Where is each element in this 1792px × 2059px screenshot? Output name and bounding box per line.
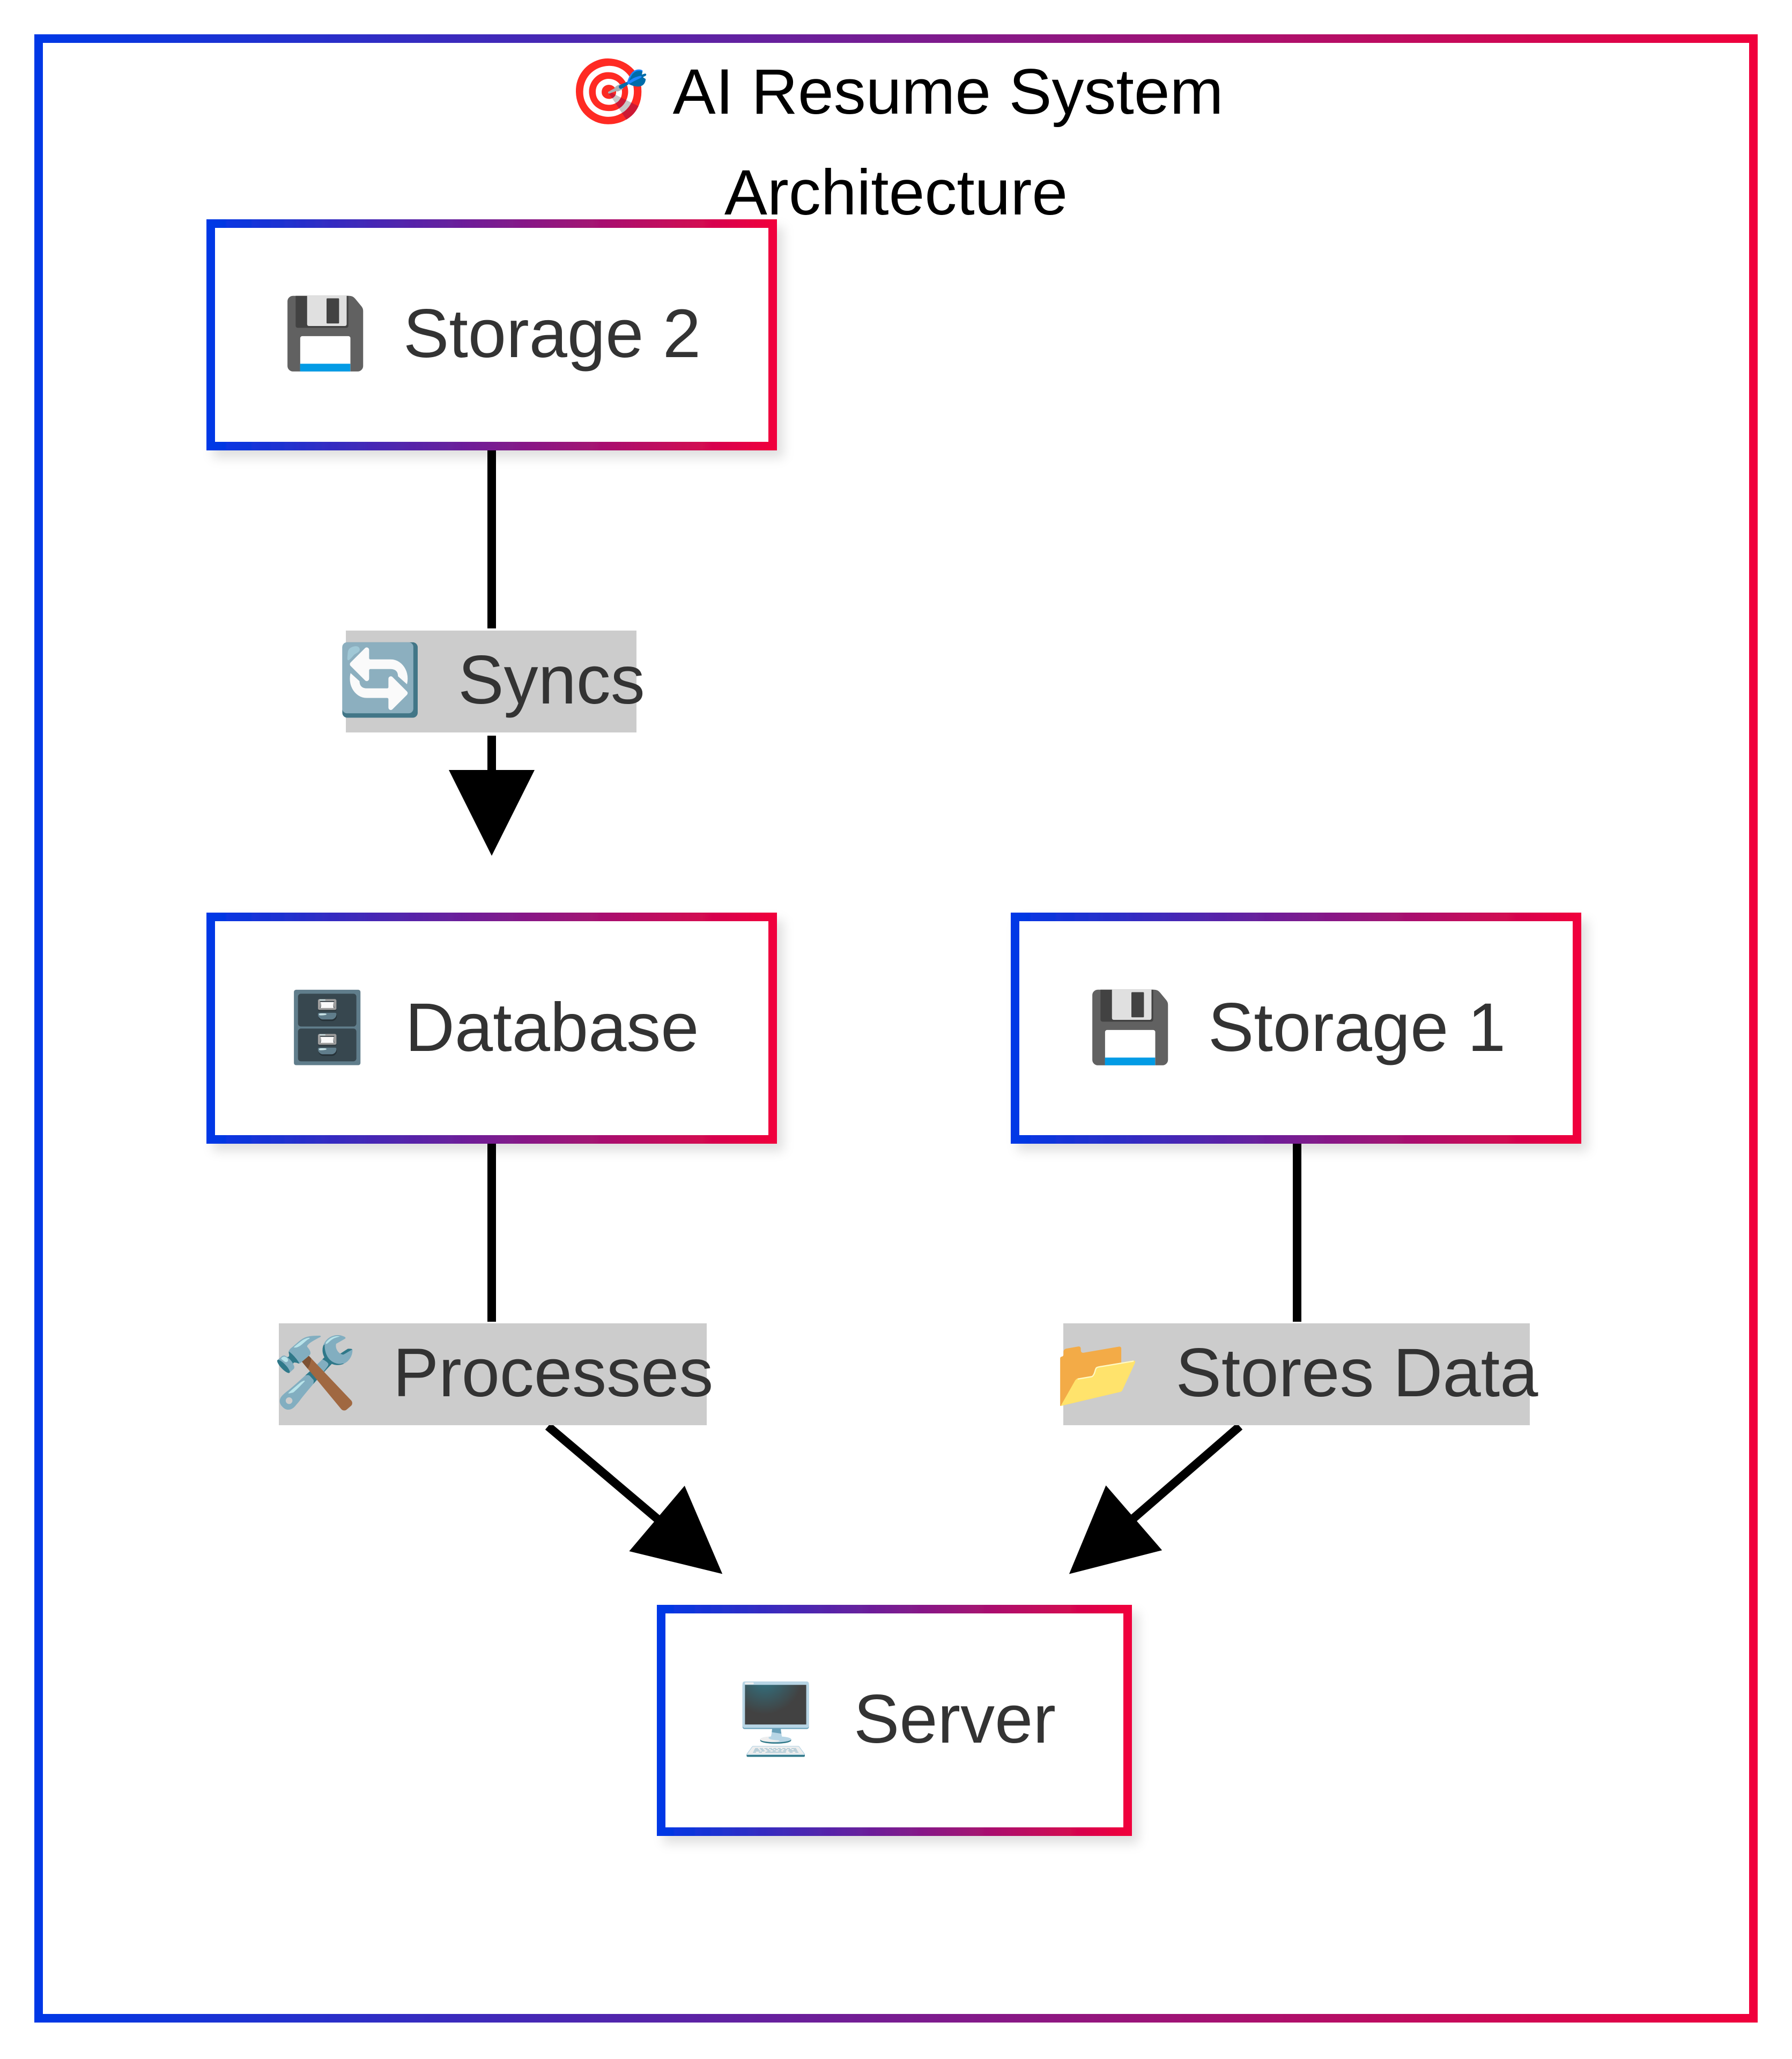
- node-database-label: Database: [405, 989, 699, 1066]
- node-storage-1[interactable]: 💾 Storage 1: [1011, 913, 1581, 1144]
- svg-text:🛠️ Processes: 🛠️ Processes: [272, 1332, 714, 1411]
- sync-arrows-icon: 🔄: [337, 641, 423, 719]
- target-icon: 🎯: [568, 56, 648, 128]
- edge-label-processes: 🛠️ Processes: [272, 1323, 714, 1425]
- node-storage-1-label: Storage 1: [1208, 989, 1506, 1066]
- edge-label-syncs-text: Syncs: [458, 642, 645, 719]
- svg-text:💾 Storage 1: 💾 Storage 1: [1087, 989, 1506, 1066]
- diagram-title: 🎯 AI Resume System: [568, 56, 1223, 128]
- edge-label-syncs: 🔄 Syncs: [337, 631, 645, 732]
- hammer-wrench-icon: 🛠️: [272, 1332, 358, 1411]
- edge-label-stores-data: 📂 Stores Data: [1055, 1323, 1539, 1425]
- node-server[interactable]: 🖥️ Server: [657, 1605, 1132, 1836]
- open-folder-icon: 📂: [1055, 1335, 1141, 1411]
- svg-text:📂 Stores Data: 📂 Stores Data: [1055, 1335, 1539, 1411]
- diagram-title-line1: AI Resume System: [673, 56, 1224, 128]
- edge-label-processes-text: Processes: [393, 1335, 714, 1411]
- node-server-label: Server: [854, 1681, 1056, 1758]
- svg-text:🗄️ Database: 🗄️ Database: [285, 989, 699, 1066]
- floppy-disk-icon: 💾: [283, 295, 368, 372]
- node-storage-2[interactable]: 💾 Storage 2: [206, 219, 777, 450]
- svg-text:💾 Storage 2: 💾 Storage 2: [283, 295, 701, 372]
- node-database[interactable]: 🗄️ Database: [206, 913, 777, 1144]
- desktop-computer-icon: 🖥️: [733, 1680, 818, 1758]
- svg-text:🔄 Syncs: 🔄 Syncs: [337, 641, 645, 719]
- svg-text:🖥️ Server: 🖥️ Server: [733, 1680, 1056, 1758]
- edge-label-stores-data-text: Stores Data: [1176, 1335, 1539, 1411]
- node-storage-2-label: Storage 2: [403, 295, 701, 372]
- floppy-disk-icon: 💾: [1087, 989, 1173, 1066]
- edge-processes: [487, 1142, 723, 1574]
- diagram-title-line2: Architecture: [724, 157, 1068, 228]
- file-cabinet-icon: 🗄️: [285, 989, 370, 1066]
- edge-stores-data: [1069, 1142, 1301, 1574]
